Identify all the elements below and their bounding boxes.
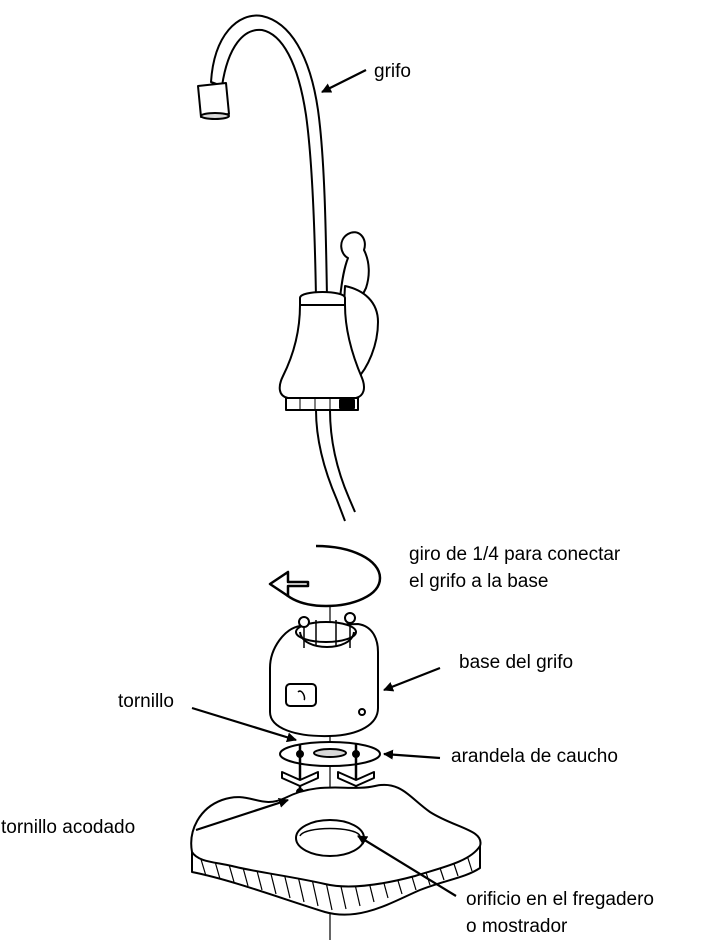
faucet-lever-handle [339, 231, 370, 301]
arrow-faucet [321, 69, 367, 93]
arrow-screw [191, 706, 297, 743]
arrow-faucet-base [383, 666, 441, 692]
faucet-illustration [197, 14, 379, 522]
faucet-spout-tip [197, 82, 230, 118]
label-twist-line1: giro de 1/4 para conectar [409, 544, 621, 565]
faucet-body [278, 291, 365, 399]
label-toggle-bolt: tornillo acodado [1, 817, 136, 838]
faucet-spout [210, 14, 328, 299]
faucet-base-illustration [269, 612, 379, 738]
sink-hole [295, 819, 365, 857]
arrow-rubber-washer [383, 749, 441, 760]
rotation-arrow-icon [268, 544, 382, 608]
label-faucet: grifo [374, 61, 411, 82]
label-hole-line1: orificio en el fregadero [466, 889, 654, 910]
arrow-sink-hole [357, 835, 457, 897]
arrow-toggle-bolt [195, 798, 289, 832]
label-hole-line2: o mostrador [466, 916, 568, 937]
label-faucet-base: base del grifo [459, 652, 574, 673]
label-screw: tornillo [118, 691, 174, 712]
rubber-washer-illustration [279, 741, 381, 767]
label-rubber-washer: arandela de caucho [451, 746, 618, 767]
top-screws [298, 612, 356, 648]
faucet-supply-tube [315, 409, 346, 522]
countertop-illustration [190, 783, 482, 916]
leader-arrows [191, 69, 457, 897]
label-twist-line2: el grifo a la base [409, 571, 549, 592]
